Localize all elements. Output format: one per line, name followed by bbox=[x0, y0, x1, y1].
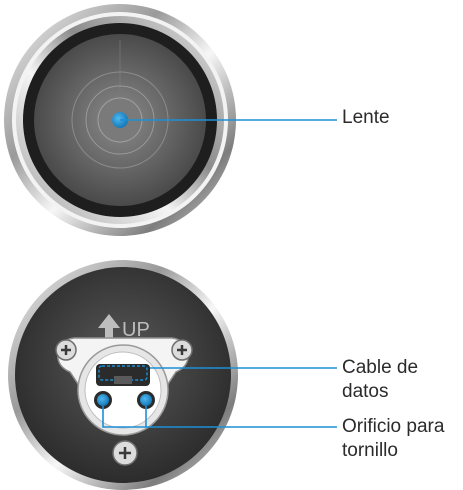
lens-label: Lente bbox=[342, 106, 390, 130]
screw-hole-left-dot bbox=[97, 394, 109, 406]
screw-hole-right-dot bbox=[140, 394, 152, 406]
usb-port-icon bbox=[96, 364, 150, 386]
up-label: UP bbox=[122, 319, 150, 341]
data-cable-label-line2: datos bbox=[342, 381, 389, 402]
screw-hole-label: Orificio para tornillo bbox=[342, 415, 444, 463]
plus-screw-icon bbox=[171, 339, 193, 361]
front-lens-view bbox=[4, 4, 337, 236]
data-cable-label-line1: Cable de bbox=[342, 357, 419, 378]
up-arrow-icon bbox=[98, 314, 120, 338]
data-cable-label: Cable de datos bbox=[342, 356, 418, 404]
plus-screw-icon bbox=[112, 440, 138, 466]
port-face bbox=[84, 351, 162, 429]
lens-label-text: Lente bbox=[342, 107, 390, 128]
screw-hole-label-line1: Orificio para bbox=[342, 416, 445, 437]
back-mount-view: UP bbox=[8, 260, 337, 490]
screw-callout-line-left bbox=[102, 406, 337, 428]
plus-screw-icon bbox=[55, 339, 77, 361]
screw-hole-label-line2: tornillo bbox=[342, 440, 398, 461]
